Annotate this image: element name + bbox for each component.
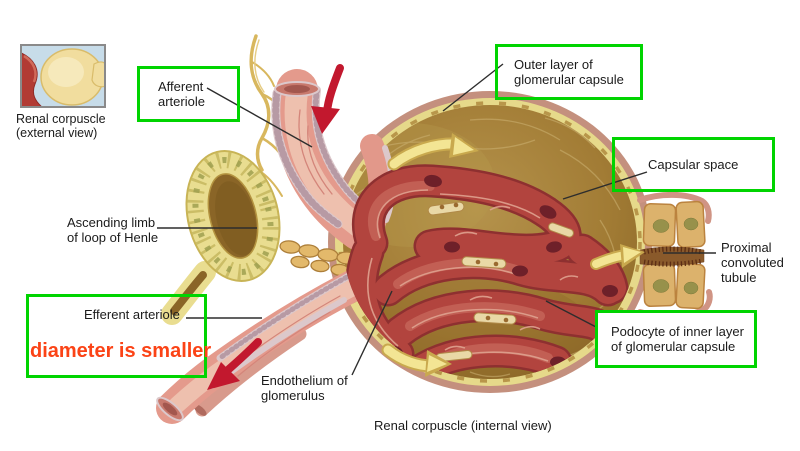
filtrate-arrow-bottom — [381, 343, 452, 377]
filtrate-arrow-tubule — [590, 244, 645, 270]
external-view-thumbnail — [22, 46, 104, 106]
inset-caption: Renal corpuscle (external view) — [16, 112, 106, 140]
proximal-tubule-line3: tubule — [721, 270, 757, 285]
ascending-limb-line1: Ascending limb — [67, 215, 156, 230]
highlight-box-efferent-arteriole — [26, 294, 207, 378]
endothelium-line1: Endothelium of — [261, 373, 348, 388]
blood-flow-arrow-out — [207, 338, 262, 390]
highlight-box-capsular-space: Capsular space — [612, 137, 775, 192]
podocyte-label-line1: Podocyte of inner layer — [611, 324, 744, 339]
outer-layer-label-line1: Outer layer of — [514, 57, 593, 72]
leader-podocyte — [545, 300, 599, 329]
leader-lines — [157, 63, 716, 376]
podocyte-label-line2: of glomerular capsule — [611, 339, 736, 354]
proximal-tubule-structure — [637, 191, 713, 320]
proximal-tubule-line2: convoluted — [721, 255, 784, 270]
endothelium-line2: glomerulus — [261, 388, 325, 403]
ascending-limb-line2: of loop of Henle — [67, 230, 159, 245]
inset-caption-line2: (external view) — [16, 126, 98, 140]
efferent-arteriole-vessel — [156, 268, 368, 424]
external-view-inset — [20, 44, 106, 108]
afferent-label-line2: arteriole — [158, 94, 205, 109]
proximal-tubule-line1: Proximal — [721, 240, 772, 255]
outer-layer-label-line2: glomerular capsule — [514, 72, 624, 87]
highlight-box-podocyte: Podocyte of inner layer of glomerular ca… — [595, 310, 757, 368]
diagram-caption: Renal corpuscle (internal view) — [374, 418, 552, 433]
leader-outer-layer — [442, 63, 504, 112]
endothelium-label: Endothelium of glomerulus — [261, 373, 348, 403]
inset-caption-line1: Renal corpuscle — [16, 112, 106, 126]
blood-flow-arrow-in — [311, 64, 344, 134]
diameter-note-annotation: diameter is smaller — [30, 340, 212, 362]
capsular-space-label: Capsular space — [648, 157, 739, 172]
leader-capsular-space — [562, 171, 648, 200]
leader-endothelium — [351, 290, 393, 376]
ascending-limb-label: Ascending limb of loop of Henle — [67, 215, 158, 245]
highlight-box-afferent-arteriole: Afferent arteriole — [137, 66, 240, 122]
efferent-arteriole-label: Efferent arteriole — [84, 307, 180, 322]
afferent-label-line1: Afferent — [158, 79, 204, 94]
proximal-tubule-label: Proximal convoluted tubule — [721, 240, 784, 285]
ascending-limb-structure — [161, 150, 281, 325]
highlight-box-outer-layer: Outer layer of glomerular capsule — [495, 44, 643, 100]
filtrate-arrow-top — [387, 133, 479, 171]
leader-afferent — [206, 87, 313, 148]
